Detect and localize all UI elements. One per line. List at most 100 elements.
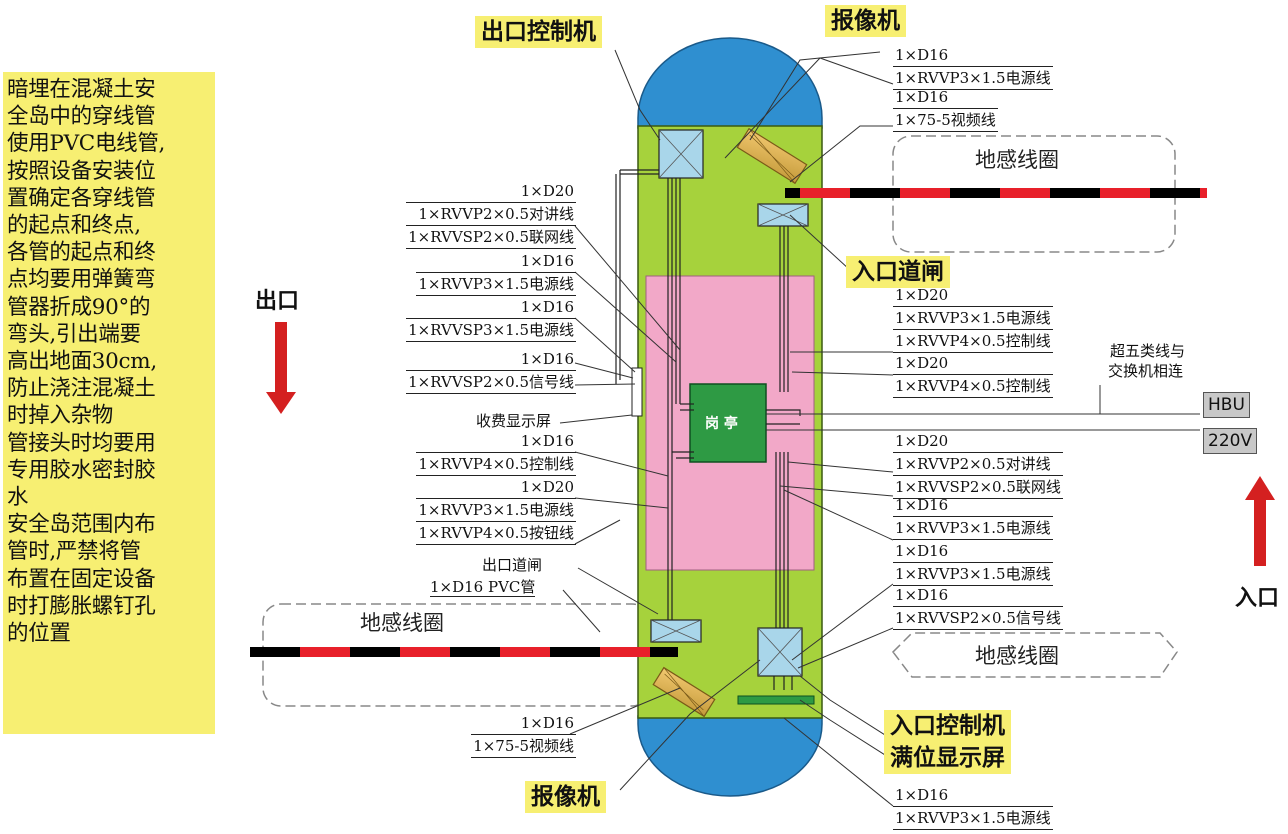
cable-label-line: 1×RVVP4×0.5控制线 — [416, 453, 576, 476]
exit-barrier-arm — [250, 647, 678, 657]
note-line: 水 — [7, 485, 29, 511]
note-line: 防止浇注混凝土 — [7, 376, 156, 402]
exit-barrier-device — [650, 619, 702, 643]
camera-top-label: 报像机 — [825, 5, 906, 37]
cable-label-line: 1×D16 — [893, 494, 1053, 517]
full-display-label: 满位显示屏 — [884, 742, 1011, 774]
island-cap-bottom — [637, 715, 823, 797]
note-line: 专用胶水密封胶 — [7, 457, 156, 483]
entry-barrier-arm — [785, 188, 1207, 198]
note-line: 按照设备安装位 — [7, 158, 156, 184]
cable-label-line: 1×RVVP3×1.5电源线 — [893, 807, 1053, 830]
cable-label-line: 1×D16 — [893, 784, 1053, 807]
cable-label-line: 1×D16 — [406, 348, 576, 371]
cable-label-line: 1×D20 — [416, 476, 576, 499]
entry-arrow — [1245, 476, 1275, 566]
power-220v-box: 220V — [1203, 428, 1258, 454]
cable-label-line: 1×RVVSP2×0.5信号线 — [893, 607, 1063, 630]
cable-label-line: 1×D20 — [893, 352, 1053, 375]
entry-barrier-device — [757, 203, 809, 227]
cable-label-line: 1×RVVP4×0.5按钮线 — [416, 522, 576, 545]
cable-label-line: 1×RVVSP2×0.5联网线 — [406, 226, 576, 249]
note-line: 点均要用弹簧弯 — [7, 267, 156, 293]
toll-display-label: 收费显示屏 — [476, 412, 552, 430]
exit-pvc-label: 1×D16 PVC管 — [430, 578, 536, 597]
note-line: 弯头,引出端要 — [7, 321, 141, 347]
cable-label-line: 1×D16 — [416, 250, 576, 273]
entry-direction-label: 入口 — [1235, 586, 1280, 611]
camera-bottom-label: 报像机 — [525, 781, 606, 813]
note-line: 置确定各穿线管 — [7, 185, 156, 211]
island-cap-top — [637, 37, 823, 129]
camera-top-device — [736, 127, 808, 185]
exit-controller-label: 出口控制机 — [475, 16, 602, 48]
cable-label-line: 1×RVVSP2×0.5联网线 — [893, 476, 1063, 499]
note-line: 各管的起点和终 — [7, 240, 156, 266]
exit-barrier-label: 出口道闸 — [482, 556, 543, 574]
cable-label-line: 1×RVVP2×0.5对讲线 — [893, 453, 1063, 476]
note-line: 高出地面30cm, — [7, 349, 157, 375]
toll-display — [631, 367, 643, 417]
cable-label-line: 1×RVVP2×0.5对讲线 — [406, 203, 576, 226]
note-line: 时打膨胀螺钉孔 — [7, 593, 156, 619]
cable-label-line: 1×RVVP3×1.5电源线 — [416, 499, 576, 522]
cable-label-line: 1×D20 — [406, 180, 576, 203]
booth-label: 岗 亭 — [705, 416, 738, 432]
cable-label-line: 1×D16 — [416, 430, 576, 453]
cable-label-line: 1×D20 — [893, 430, 1063, 453]
installation-notes: 暗埋在混凝土安全岛中的穿线管使用PVC电线管,按照设备安装位置确定各穿线管的起点… — [3, 72, 215, 734]
cable-label-line: 1×D16 — [471, 712, 576, 735]
cable-label-line: 1×D16 — [893, 540, 1053, 563]
loop-area-right — [892, 632, 1178, 678]
cable-label-line: 1×D16 — [893, 584, 1063, 607]
cable-label-line: 1×RVVP3×1.5电源线 — [416, 273, 576, 296]
top-loop-label: 地感线圈 — [975, 148, 1059, 172]
cable-label-line: 1×D20 — [893, 284, 1053, 307]
cable-label-line: 1×RVVSP3×1.5电源线 — [406, 319, 576, 342]
full-display-device — [737, 695, 815, 705]
cable-label-line: 1×RVVP3×1.5电源线 — [893, 563, 1053, 586]
note-line: 暗埋在混凝土安 — [7, 77, 156, 102]
note-line: 时掉入杂物 — [7, 403, 114, 429]
exit-direction-label: 出口 — [255, 289, 300, 314]
note-line: 管器折成90°的 — [7, 294, 151, 320]
cable-label-line: 1×D16 — [893, 44, 1053, 67]
switch-note-1: 超五类线与 — [1110, 342, 1186, 360]
note-line: 全岛中的穿线管 — [7, 104, 156, 130]
cable-label-line: 1×75-5视频线 — [471, 735, 576, 758]
hbu-box: HBU — [1203, 392, 1250, 418]
left-loop-label: 地感线圈 — [360, 611, 444, 635]
switch-note-2: 交换机相连 — [1108, 362, 1184, 380]
cable-label-line: 1×RVVP4×0.5控制线 — [893, 330, 1053, 353]
camera-bottom-device — [652, 666, 716, 718]
note-line: 的位置 — [7, 621, 71, 647]
cable-label-line: 1×75-5视频线 — [893, 109, 998, 132]
cable-label-line: 1×RVVP3×1.5电源线 — [893, 517, 1053, 540]
note-line: 的起点和终点, — [7, 213, 141, 239]
cable-label-line: 1×RVVP3×1.5电源线 — [893, 67, 1053, 90]
booth — [689, 383, 767, 463]
note-line: 布置在固定设备 — [7, 566, 156, 592]
entry-barrier-label: 入口道闸 — [846, 256, 950, 288]
cable-label-line: 1×D16 — [893, 86, 998, 109]
exit-controller-device — [658, 129, 704, 179]
entry-controller-device — [757, 627, 803, 677]
note-line: 管接头时均要用 — [7, 430, 156, 456]
